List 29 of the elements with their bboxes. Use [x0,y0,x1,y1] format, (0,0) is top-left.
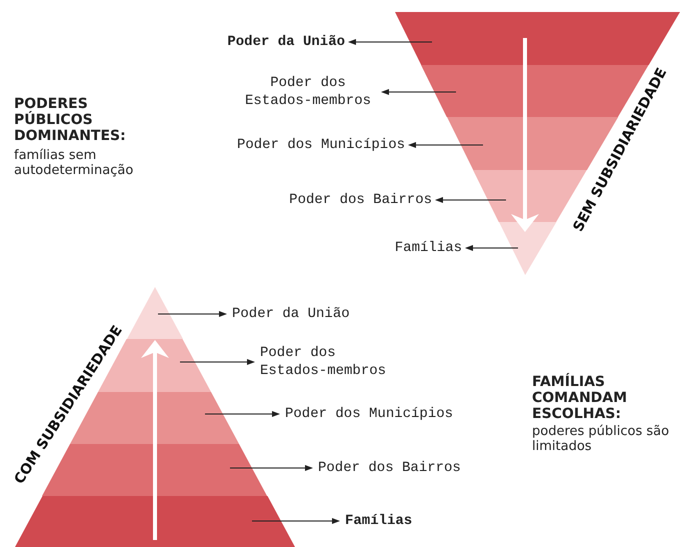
level-label: Poder dos Estados-membros [238,74,378,110]
arrow [408,142,484,148]
block-arrow [141,340,169,540]
level-label: Famílias [345,512,445,530]
level-label: Poder da União [145,33,345,51]
arrow [465,245,518,251]
level-label: Poder da União [232,305,432,323]
heading: PODERES PÚBLICOS DOMINANTES: [14,96,127,144]
arrow [180,359,255,365]
level-label: Poder dos Municípios [165,136,405,154]
level-label: Poder dos Bairros [232,191,432,209]
arrow [252,518,340,524]
block-arrow [511,38,539,232]
arrow [230,465,313,471]
note-text: famílias sem autodeterminação [14,148,134,178]
arrow [348,39,432,45]
level-label: Poder dos Estados-membros [260,344,400,380]
note-text: poderes públicos são limitados [532,424,670,454]
pyramid-band [15,496,295,547]
level-label: Famílias [362,239,462,257]
pyramid-band [395,12,680,65]
level-label: Poder dos Bairros [318,459,518,477]
arrow [204,411,280,417]
pyramid-band [498,222,556,275]
heading: FAMÍLIAS COMANDAM ESCOLHAS: [532,374,628,422]
arrow [435,197,506,203]
arrow [158,311,227,317]
arrow [381,89,456,95]
level-label: Poder dos Municípios [285,405,525,423]
